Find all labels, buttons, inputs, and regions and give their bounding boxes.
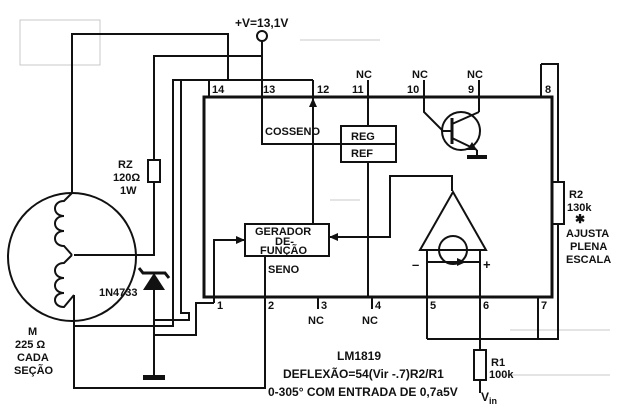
nc-labels: NC NC NC NC NC xyxy=(308,69,483,327)
opamp-current-arrow xyxy=(457,258,466,266)
rz-value: 120Ω xyxy=(113,172,140,184)
regulator-line2: REF xyxy=(351,148,373,160)
background-show-through xyxy=(19,19,610,376)
meter-line4: SEÇÃO xyxy=(14,364,54,377)
pin-6: 6 xyxy=(483,300,489,312)
pin-4: 4 xyxy=(375,300,382,312)
nc-label-11: NC xyxy=(356,69,372,81)
r1-resistor: R1 100k Vin xyxy=(473,349,514,406)
rz-resistor: RZ 120Ω 1W xyxy=(113,159,161,197)
function-generator-line2: DE- xyxy=(275,236,294,248)
function-generator-line1: GERADOR xyxy=(255,226,311,238)
regulator-line1: REG xyxy=(351,131,375,143)
supply-label: +V=13,1V xyxy=(235,16,288,30)
ic-pins: 1 2 3 4 5 6 7 8 9 10 11 12 13 14 xyxy=(208,40,551,339)
input-range-note: 0-305° COM ENTRADA DE 0,7a5V xyxy=(268,385,458,399)
cosine-output-arrow xyxy=(309,98,317,107)
function-generator-line3: FUNÇÃO xyxy=(260,244,307,257)
r2-note2: PLENA xyxy=(570,241,607,253)
pin-7: 7 xyxy=(541,300,547,312)
supply-terminal: +V=13,1V xyxy=(235,16,288,42)
external-wiring xyxy=(71,33,559,393)
nc-label-3: NC xyxy=(308,315,324,327)
nc-label-10: NC xyxy=(412,69,428,81)
feedback-arrow xyxy=(329,233,338,241)
rz-power: 1W xyxy=(120,185,137,197)
meter-m: M 225 Ω CADA SEÇÃO xyxy=(7,192,137,377)
pin-12: 12 xyxy=(317,84,329,96)
r2-note3: ESCALA xyxy=(566,254,611,266)
r1-value: 100k xyxy=(489,369,514,381)
cosine-label: COSSENO xyxy=(265,126,320,138)
chip-label: LM1819 xyxy=(337,349,381,363)
pin-1: 1 xyxy=(217,300,223,312)
rz-name: RZ xyxy=(118,159,133,171)
sine-label: SENO xyxy=(268,264,300,276)
r2-star: ✱ xyxy=(575,212,585,226)
opamp-minus: – xyxy=(412,257,419,272)
nc-label-9: NC xyxy=(467,69,483,81)
r2-resistor: R2 130k ✱ AJUSTA PLENA ESCALA xyxy=(551,181,611,266)
pin-8: 8 xyxy=(545,84,551,96)
pin-11: 11 xyxy=(352,84,364,96)
r2-name: R2 xyxy=(569,189,583,201)
vin-label: Vin xyxy=(481,390,497,406)
emitter-ground-bar xyxy=(467,155,487,159)
pin-3: 3 xyxy=(321,300,327,312)
opamp-plus: + xyxy=(483,257,491,272)
r2-note1: AJUSTA xyxy=(566,228,609,240)
pin-9: 9 xyxy=(468,84,474,96)
emitter-arrow xyxy=(467,142,477,150)
zener-part: 1N4733 xyxy=(99,287,138,299)
sine-input-arrow xyxy=(236,236,245,244)
deflection-formula: DEFLEXÃO=54(Vir -.7)R2/R1 xyxy=(283,366,444,381)
pin-2: 2 xyxy=(268,300,274,312)
r1-name: R1 xyxy=(491,357,505,369)
r2-value: 130k xyxy=(567,202,592,214)
pin-14: 14 xyxy=(212,84,225,96)
pin-10: 10 xyxy=(407,84,419,96)
pin-13: 13 xyxy=(263,84,275,96)
pin-5: 5 xyxy=(430,300,436,312)
opamp: – + xyxy=(412,189,491,272)
meter-line3: CADA xyxy=(17,352,49,364)
function-generator-block: GERADOR DE- FUNÇÃO xyxy=(244,223,330,257)
meter-name: M xyxy=(28,326,37,338)
output-transistor xyxy=(441,111,487,159)
internal-wiring xyxy=(213,97,481,297)
reg-ref-block: REG REF xyxy=(340,125,397,163)
ground-bar xyxy=(143,375,165,380)
nc-label-4: NC xyxy=(362,315,378,327)
meter-value: 225 Ω xyxy=(15,339,45,351)
